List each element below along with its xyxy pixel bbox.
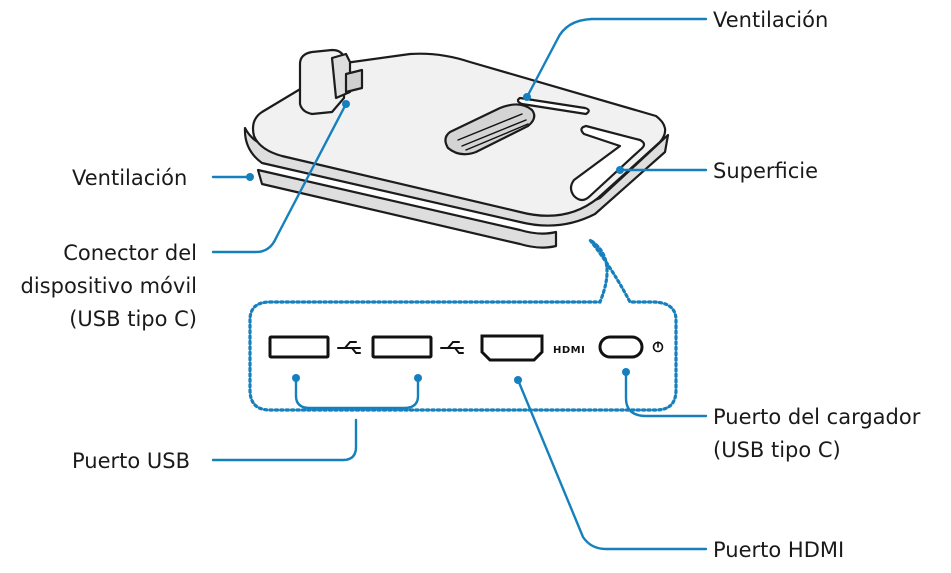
usb-port-1 (268, 335, 330, 359)
ports-row: HDMI (268, 334, 664, 362)
usb-symbol-icon (337, 341, 361, 354)
label-conector-line3: (USB tipo C) (69, 307, 197, 331)
vent-grille (444, 103, 536, 156)
label-conector-line1: Conector del (63, 241, 197, 265)
usb-symbol-icon (440, 341, 464, 354)
usb-port-2 (371, 335, 433, 359)
hdmi-port (480, 334, 544, 362)
label-superficie: Superficie (713, 159, 818, 183)
label-conector-line2: dispositivo móvil (21, 274, 197, 298)
device-front-lip (256, 168, 558, 249)
usb-c-charger-port (598, 335, 644, 359)
vent-slot-top (516, 96, 590, 116)
label-ventilacion-top: Ventilación (713, 8, 828, 32)
leader-lines (211, 17, 708, 551)
label-puerto-cargador-line1: Puerto del cargador (713, 405, 921, 429)
vent-grille-inner (457, 113, 529, 151)
label-ventilacion-left: Ventilación (72, 166, 187, 190)
usb-c-connector (298, 48, 364, 116)
power-icon (652, 341, 664, 353)
port-callout-outline (248, 238, 678, 412)
dex-pad-device (243, 48, 670, 249)
label-puerto-usb: Puerto USB (72, 449, 190, 473)
label-puerto-cargador-line2: (USB tipo C) (713, 438, 841, 462)
surface-slot (569, 124, 646, 202)
label-puerto-hdmi: Puerto HDMI (713, 538, 844, 562)
hdmi-logo-icon: HDMI (553, 345, 585, 356)
